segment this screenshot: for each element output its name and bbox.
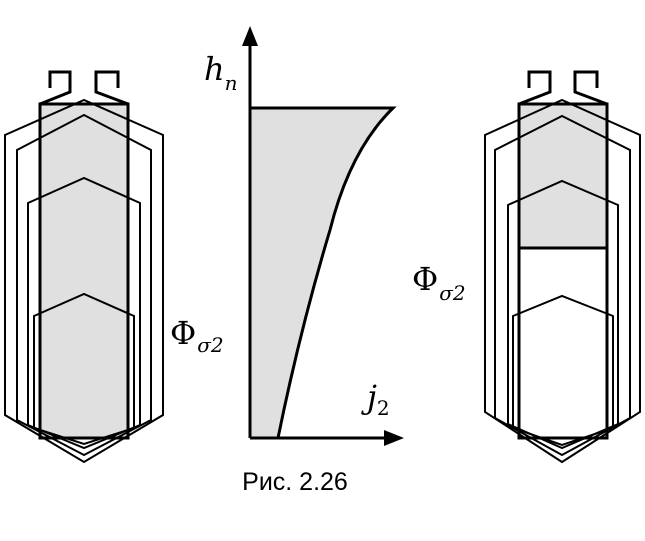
y-axis-arrow	[242, 26, 258, 46]
left-winding-assembly	[4, 70, 164, 464]
left-coil-outer-1	[4, 98, 164, 464]
right-coil-outer-2	[494, 114, 631, 457]
left-coil-outer-3	[27, 176, 141, 450]
right-coil-outer-3	[507, 179, 619, 450]
flux-label-right: Φσ2	[412, 260, 466, 305]
left-coil-outer-2	[16, 113, 152, 457]
left-core	[40, 104, 128, 438]
left-core-outline	[38, 102, 130, 440]
y-axis-label: hn	[204, 50, 238, 95]
right-winding-assembly	[484, 70, 641, 464]
right-top-bracket-right	[573, 70, 608, 106]
x-axis-arrow	[384, 430, 404, 446]
current-density-diagram: hn j2	[204, 26, 404, 446]
figure-caption: Рис. 2.26	[242, 468, 348, 496]
right-core-outline	[517, 102, 609, 440]
density-curve	[250, 106, 397, 439]
right-top-bracket	[518, 70, 552, 106]
left-top-bracket-right	[94, 70, 129, 106]
density-area	[250, 108, 393, 438]
left-coil-inner	[33, 292, 135, 446]
x-axis-label: j2	[361, 378, 390, 420]
flux-label-left: Φσ2	[170, 314, 224, 357]
right-core-shaded	[519, 104, 607, 248]
right-coil-inner	[512, 294, 614, 447]
right-coil-outer-1	[484, 98, 641, 464]
left-top-bracket	[39, 70, 72, 106]
